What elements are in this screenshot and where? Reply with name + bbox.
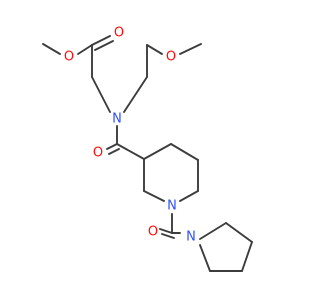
- atom-label-o-carbonyl-ester: O: [114, 26, 124, 41]
- bond: [199, 244, 211, 272]
- atom-label-o-carbonyl-amide: O: [93, 146, 103, 161]
- molecule-canvas: O O O N O N O N: [42, 25, 253, 272]
- bond: [94, 40, 114, 51]
- atom-label-n-piperidine: N: [167, 199, 177, 214]
- bond: [143, 190, 165, 202]
- bond: [179, 190, 199, 202]
- bond: [179, 43, 202, 55]
- atom-label-n-amide: N: [112, 112, 122, 127]
- molecule-structure: O O O N O N O N: [42, 26, 253, 272]
- atom-label-layer: O O O N O N O N: [64, 26, 196, 245]
- bond-layer: [42, 35, 253, 272]
- bond: [143, 143, 172, 160]
- bond: [146, 44, 163, 55]
- bond: [170, 143, 199, 161]
- bond: [91, 76, 111, 113]
- bond: [91, 35, 111, 46]
- atom-label-o-ether-left: O: [64, 50, 74, 65]
- bond: [106, 143, 118, 150]
- bond: [116, 143, 145, 160]
- bond: [159, 228, 173, 234]
- bond: [42, 43, 61, 55]
- bond: [108, 148, 120, 155]
- bond: [199, 222, 227, 240]
- atom-label-o-ether-right: O: [166, 50, 176, 65]
- bond: [241, 241, 253, 272]
- bond: [123, 76, 148, 113]
- bond: [225, 222, 253, 243]
- bond: [161, 233, 175, 239]
- bond: [77, 44, 93, 55]
- atom-label-n-pyrrolidine: N: [186, 230, 196, 245]
- atom-label-o-carbonyl-urea: O: [148, 225, 158, 240]
